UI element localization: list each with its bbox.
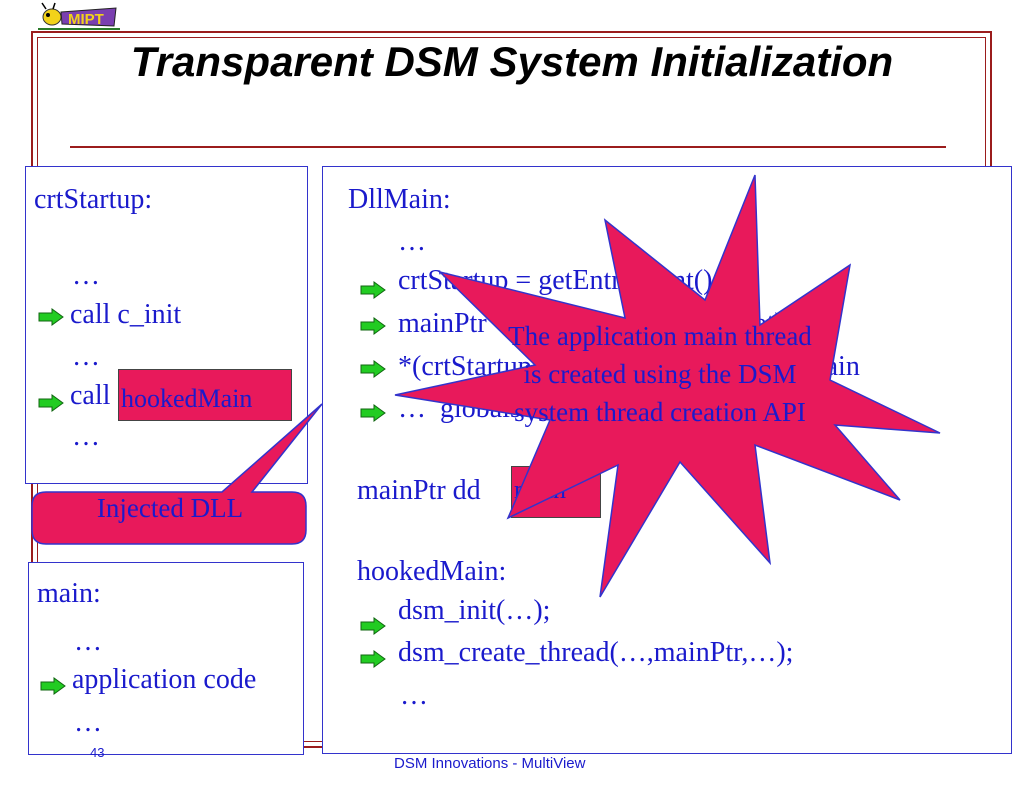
slide-title: Transparent DSM System Initialization — [130, 38, 894, 85]
crt-ellipsis-1: … — [72, 260, 100, 291]
arrow-right-icon — [360, 281, 386, 299]
dsm-create-thread-line: dsm_create_thread(…,mainPtr,…); — [398, 637, 794, 668]
arrow-right-icon — [360, 617, 386, 635]
main-label: main: — [37, 578, 101, 609]
hookedmain-label: hookedMain: — [357, 556, 507, 587]
arrow-right-icon — [360, 404, 386, 422]
crt-ellipsis-2: … — [72, 341, 100, 372]
dll-ellipsis: … — [398, 226, 426, 257]
arrow-right-icon — [40, 677, 66, 695]
main-ellipsis-1: … — [74, 626, 102, 657]
title-divider — [70, 146, 946, 148]
main-box — [28, 562, 304, 755]
arrow-right-icon — [38, 308, 64, 326]
arrow-right-icon — [38, 394, 64, 412]
crt-call-cinit: call c_init — [70, 299, 182, 330]
dll-label: DllMain: — [348, 184, 451, 215]
crt-ellipsis-3: … — [72, 421, 100, 452]
crt-hookedmain-highlight: hookedMain — [118, 369, 292, 421]
arrow-right-icon — [360, 650, 386, 668]
crt-startup-box — [25, 166, 308, 484]
main-ellipsis-2: … — [74, 707, 102, 738]
svg-text:MIPT: MIPT — [68, 11, 104, 28]
main-app-code: application code — [72, 664, 257, 695]
starburst-line-3: system thread creation API — [514, 396, 806, 427]
footer-title: DSM Innovations - MultiView — [394, 755, 586, 772]
crt-label: crtStartup: — [34, 184, 153, 215]
crt-call: call — [70, 380, 111, 411]
footer-page-number: 43 — [90, 745, 105, 760]
dsm-init-line: dsm_init(…); — [398, 595, 551, 626]
injected-dll-label: Injected DLL — [96, 493, 244, 523]
mainptr-dd-line: mainPtr dd — [357, 475, 481, 506]
hooked-ellipsis: … — [400, 680, 428, 711]
starburst-text: The application main thread is created u… — [440, 318, 880, 431]
starburst-line-1: The application main thread — [508, 321, 812, 351]
ant-logo-icon: MIPT — [38, 2, 120, 30]
arrow-right-icon — [360, 360, 386, 378]
arrow-right-icon — [360, 317, 386, 335]
starburst-line-2: is created using the DSM — [523, 358, 797, 389]
